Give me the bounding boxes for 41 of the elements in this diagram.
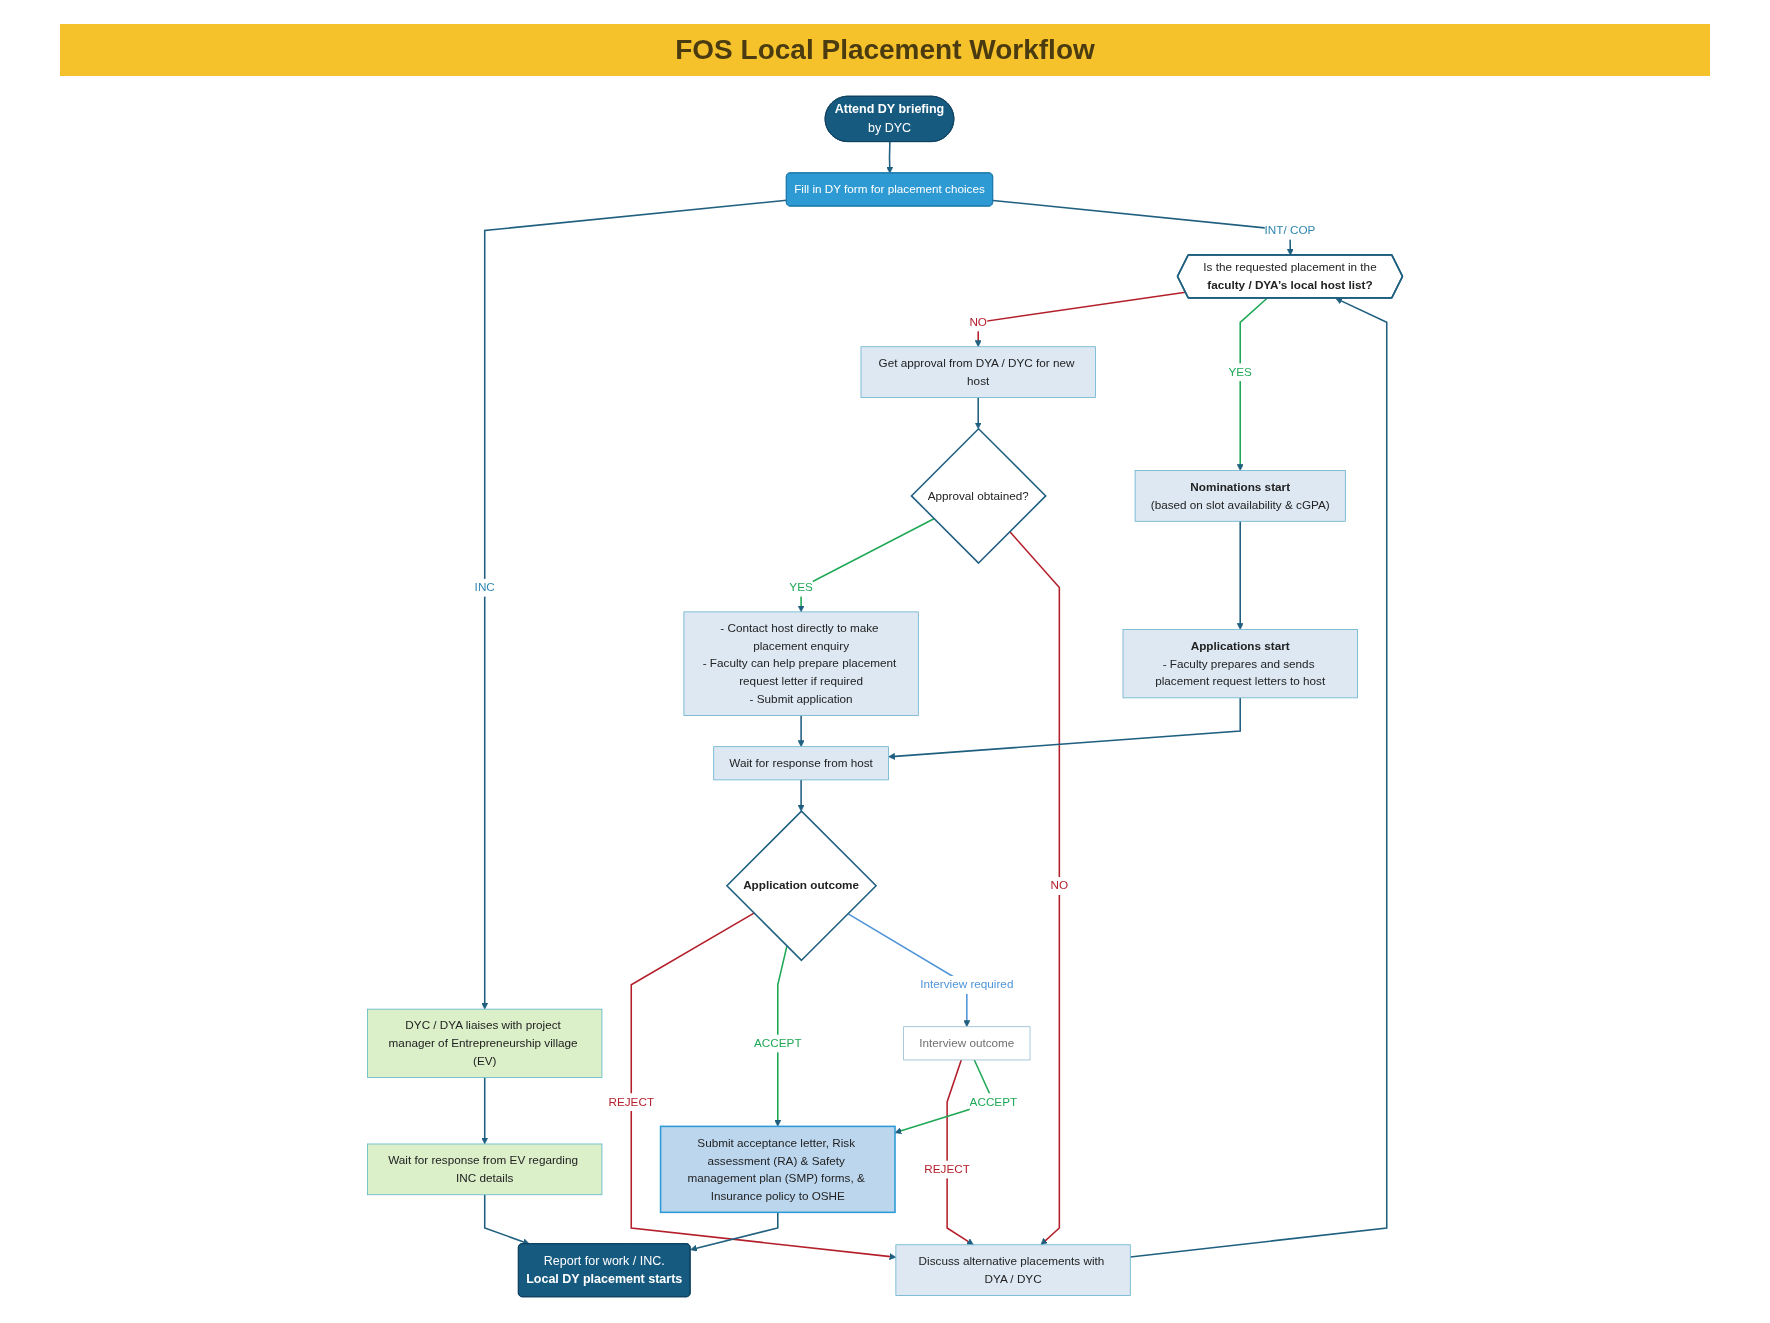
arrow [774,945,788,1127]
arrow [974,291,1187,348]
arrow [1236,520,1244,630]
arrow [481,1076,489,1145]
edge-label: YES [789,580,813,594]
arrow [797,779,805,812]
arrow [797,714,805,747]
node-box: - Contact host directly to make placement enquiry - Faculty can help prepare placement request letter if required - Submit application [683,611,919,716]
arrow [481,199,788,1010]
edge-label: REJECT [608,1094,655,1109]
edge-label: INC [474,580,495,594]
edge-label: ACCEPT [754,1036,802,1050]
arrow [1008,530,1061,1246]
arrow [797,518,935,613]
node-box: Nominations start (based on slot availability & cGPA) [1134,470,1346,522]
node-diamond: Approval obtained? [910,427,1047,565]
node-diamond: Application outcome [725,810,878,962]
arrow [888,697,1241,760]
edge-label: YES [1228,364,1252,379]
node-box: Get approval from DYA / DYC for new host [860,346,1096,398]
edge-label: ACCEPT [969,1094,1018,1109]
edge-label: NO [969,315,987,329]
edge-label: Interview required [920,977,1014,991]
arrow [1236,297,1268,471]
edge-label: INT/ COP [1264,223,1316,237]
diagram-title: FOS Local Placement Workflow [60,24,1710,76]
node-box: Wait for response from EV regarding INC details [367,1143,603,1196]
edge-label: REJECT [924,1162,970,1176]
arrow [886,141,894,174]
node-box: Applications start - Faculty prepares and sends placement request letters to host [1122,629,1358,699]
arrow [974,396,982,430]
arrow [946,1059,974,1246]
arrow [992,199,1294,256]
node-box: DYC / DYA liaises with project manager of Entrepreneurship village (EV) [367,1008,603,1078]
edge-label: NO [1050,878,1069,892]
node-box: Discuss alternative placements with DYA / DYC [895,1244,1131,1296]
node-box: Submit acceptance letter, Risk assessment (RA) & Safety management plan (SMP) forms, & Insurance policy to OSHE [659,1125,896,1214]
node-box: Wait for response from host [713,746,889,781]
arrow [690,1211,779,1252]
node-box: Interview outcome [903,1026,1031,1061]
arrow [1129,297,1388,1258]
